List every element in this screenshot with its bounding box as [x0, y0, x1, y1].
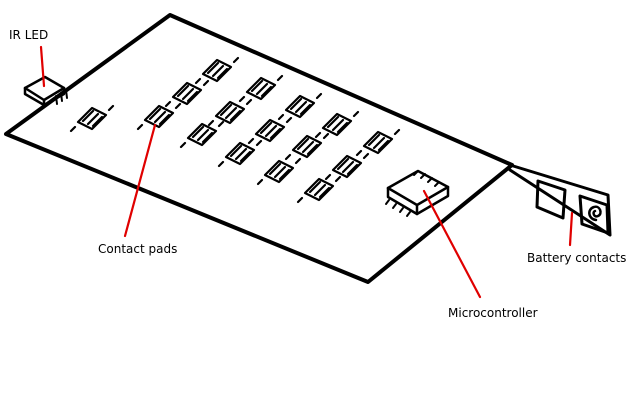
contact-pad [284, 132, 330, 161]
microcontroller-chip [385, 169, 450, 217]
battery-contact-square [535, 179, 567, 220]
spring-coil-icon [588, 205, 602, 222]
label-microcontroller: Microcontroller [448, 306, 538, 320]
label-ir-led: IR LED [9, 28, 48, 42]
contact-pad [324, 152, 370, 181]
battery-contact-spring [578, 194, 610, 235]
contact-pad [179, 120, 225, 149]
contact-pad [314, 110, 360, 139]
leader-battery-contacts [568, 211, 574, 247]
contact-pad [217, 139, 263, 168]
contact-pads-group [69, 56, 401, 204]
leader-contact-pads [123, 123, 157, 238]
contact-pad [194, 56, 240, 85]
contact-pad [238, 74, 284, 103]
contact-pad [136, 102, 182, 131]
contact-pad [256, 157, 302, 186]
contact-pad [164, 79, 210, 108]
contact-pad [355, 128, 401, 157]
ir-led [23, 75, 68, 107]
contact-pad [296, 175, 342, 204]
contact-pad [207, 98, 253, 127]
battery-tab [508, 163, 612, 237]
leader-ir-led [39, 45, 46, 88]
label-battery-contacts: Battery contacts [527, 251, 626, 265]
leader-microcontroller [422, 189, 482, 299]
contact-pad [69, 104, 115, 133]
contact-pad [277, 92, 323, 121]
contact-pad [247, 116, 293, 145]
label-contact-pads: Contact pads [98, 242, 177, 256]
pcb-board [4, 13, 514, 284]
